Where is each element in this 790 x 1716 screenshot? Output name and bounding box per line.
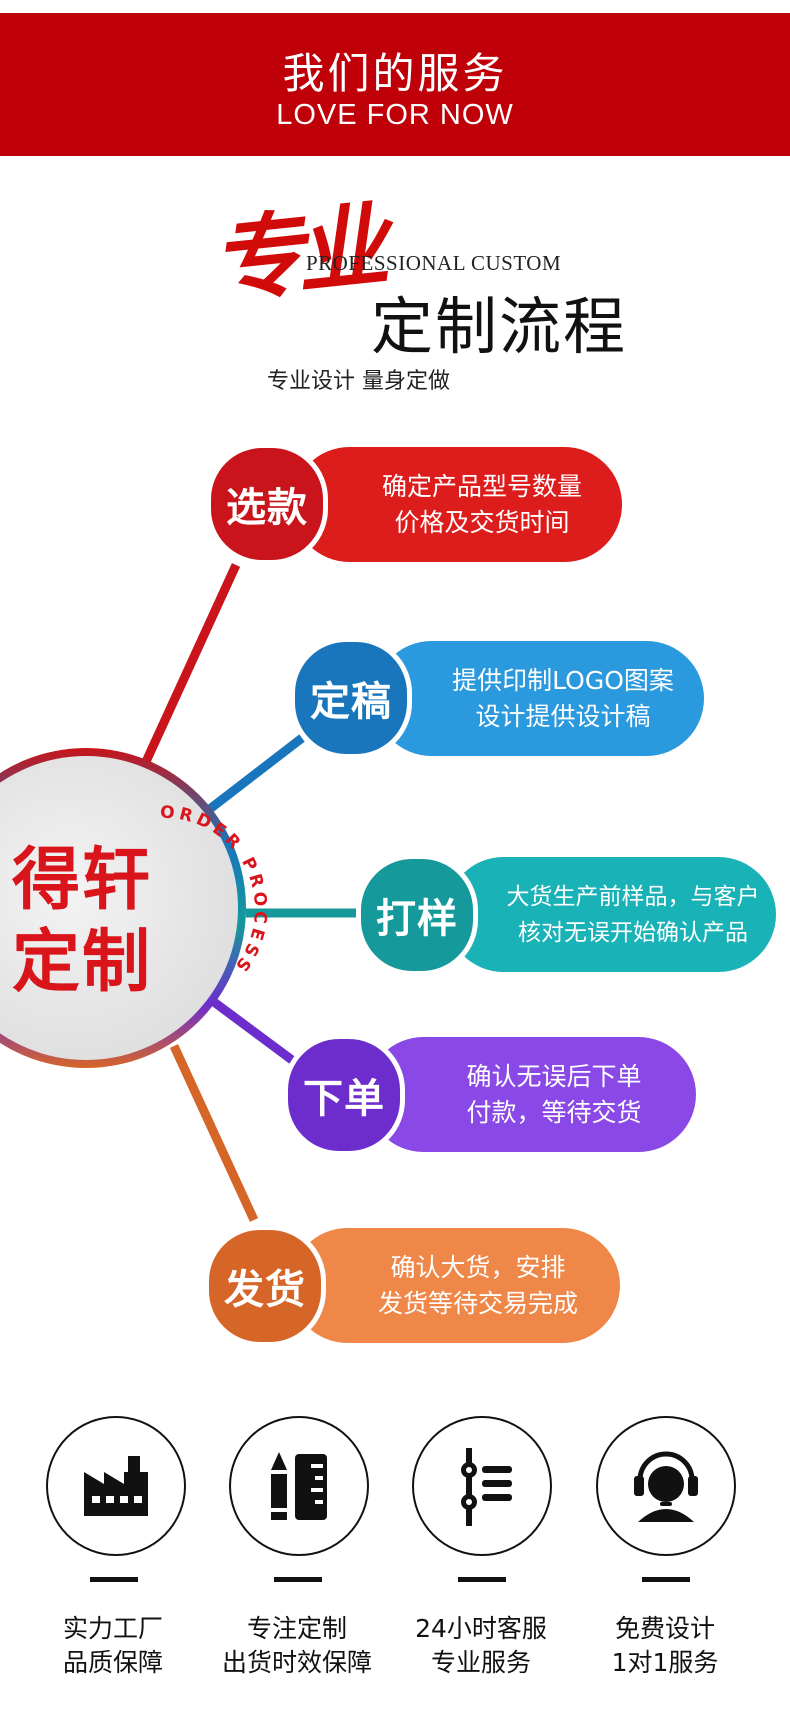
- step-sample-line1: 大货生产前样品，与客户: [506, 883, 760, 910]
- feature-3-line1: 24小时客服: [415, 1614, 547, 1643]
- step-order-badge: 下单: [283, 1034, 405, 1156]
- step-order-card: 确认无误后下单 付款，等待交货: [366, 1037, 696, 1152]
- step-ship-card: 确认大货，安排 发货等待交易完成: [290, 1228, 620, 1343]
- process-heading: 专业 PROFESSIONAL CUSTOM 定制流程 专业设计 量身定做: [0, 0, 790, 400]
- feature-2-line1: 专注定制: [246, 1614, 347, 1643]
- step-sample-card: 大货生产前样品，与客户 核对无误开始确认产品: [446, 857, 776, 972]
- banner-subtitle: LOVE FOR NOW: [276, 99, 514, 131]
- feature-4-line2: 1对1服务: [611, 1648, 719, 1677]
- feature-2-text: 专注定制 出货时效保障: [202, 1612, 392, 1680]
- step-ship-line2: 发货等待交易完成: [377, 1288, 578, 1318]
- factory-icon: [84, 1456, 148, 1516]
- process-subtitle: 专业设计 量身定做: [267, 369, 450, 394]
- feature-1-line2: 品质保障: [62, 1648, 163, 1677]
- banner-title: 我们的服务: [282, 49, 508, 98]
- process-title: 定制流程: [371, 290, 628, 363]
- feature-2-line2: 出货时效保障: [221, 1648, 372, 1677]
- headset-icon: [634, 1451, 698, 1522]
- feature-4-divider: [642, 1577, 690, 1582]
- feature-3-line2: 专业服务: [430, 1648, 531, 1677]
- step-ship-badge: 发货: [204, 1225, 326, 1347]
- feature-1-text: 实力工厂 品质保障: [18, 1612, 208, 1680]
- feature-3-divider: [458, 1577, 506, 1582]
- step-order-line1: 确认无误后下单: [466, 1061, 642, 1091]
- feature-3-circle: [412, 1416, 552, 1556]
- connector-5: [169, 1044, 259, 1222]
- hub-title-line1: 得轩: [12, 841, 153, 920]
- step-order-line2: 付款，等待交货: [466, 1097, 642, 1127]
- english-title: PROFESSIONAL CUSTOM: [306, 251, 562, 275]
- hub-circle: [0, 756, 238, 1060]
- feature-4-circle: [596, 1416, 736, 1556]
- step-select-line1: 确定产品型号数量: [381, 471, 582, 501]
- header-banner: 我们的服务 LOVE FOR NOW: [0, 13, 790, 156]
- feature-4-line1: 免费设计: [614, 1614, 715, 1643]
- timeline-icon: [461, 1448, 512, 1526]
- step-ship-line1: 确认大货，安排: [390, 1252, 566, 1282]
- connector-4: [211, 998, 295, 1064]
- feature-1-divider: [90, 1577, 138, 1582]
- connector-2: [199, 734, 305, 819]
- hub-title: 得轩 定制: [12, 840, 162, 1004]
- feature-1-circle: [46, 1416, 186, 1556]
- step-select-line2: 价格及交货时间: [394, 507, 570, 537]
- connector-1: [139, 563, 241, 768]
- feature-1-line1: 实力工厂: [62, 1614, 163, 1643]
- step-design-line1: 提供印制LOGO图案: [452, 665, 674, 695]
- step-sample-line2: 核对无误开始确认产品: [518, 919, 748, 946]
- step-select-badge: 选款: [206, 443, 328, 565]
- step-design-line2: 设计提供设计稿: [475, 701, 651, 731]
- step-design-card: 提供印制LOGO图案 设计提供设计稿: [374, 641, 704, 756]
- step-design-badge: 定稿: [290, 637, 412, 759]
- step-select-card: 确定产品型号数量 价格及交货时间: [292, 447, 622, 562]
- feature-2-divider: [274, 1577, 322, 1582]
- feature-3-text: 24小时客服 专业服务: [386, 1612, 576, 1680]
- feature-4-text: 免费设计 1对1服务: [570, 1612, 760, 1680]
- step-sample-badge: 打样: [356, 854, 478, 976]
- design-tools-icon: [271, 1452, 327, 1520]
- feature-2-circle: [229, 1416, 369, 1556]
- hub-title-line2: 定制: [12, 923, 153, 1002]
